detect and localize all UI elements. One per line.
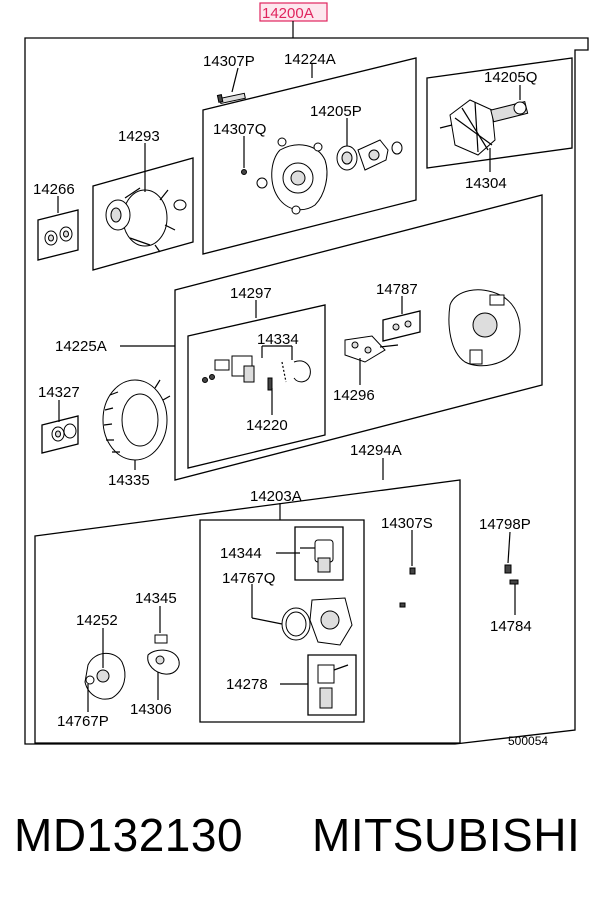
rotor-group-box	[426, 57, 573, 169]
label-14344[interactable]: 14344	[220, 545, 262, 562]
label-14293[interactable]: 14293	[118, 128, 160, 145]
label-14203A[interactable]: 14203A	[250, 488, 302, 505]
fitting-14278	[317, 664, 349, 709]
bolt-group-box-14787	[382, 310, 421, 342]
label-14307P-top[interactable]: 14307P	[203, 53, 255, 70]
rectifier-14296	[344, 335, 399, 363]
pump-body	[309, 597, 353, 646]
brush-holder-group-box	[187, 304, 326, 469]
washer-group-box-14327	[41, 415, 79, 454]
label-14307S[interactable]: 14307S	[381, 515, 433, 532]
screws-14307S	[399, 567, 416, 608]
label-14306[interactable]: 14306	[130, 701, 172, 718]
label-14252[interactable]: 14252	[76, 612, 118, 629]
o-ring-14767Q	[281, 607, 311, 641]
label-14798P[interactable]: 14798P	[479, 516, 531, 533]
label-14334[interactable]: 14334	[257, 331, 299, 348]
label-14220[interactable]: 14220	[246, 417, 288, 434]
label-14224A[interactable]: 14224A	[284, 51, 336, 68]
caption-part-number: MD132130	[14, 809, 244, 861]
label-14205Q[interactable]: 14205Q	[484, 69, 537, 86]
check-valve-14344	[300, 539, 334, 573]
label-14205P[interactable]: 14205P	[310, 103, 362, 120]
bolt-14307P	[216, 92, 246, 105]
vacuum-pump-group-box	[199, 519, 365, 723]
label-14327[interactable]: 14327	[38, 384, 80, 401]
caption-brand: MITSUBISHI	[312, 809, 581, 861]
label-14266[interactable]: 14266	[33, 181, 75, 198]
bolts-14787	[392, 320, 412, 331]
label-14787[interactable]: 14787	[376, 281, 418, 298]
label-14296[interactable]: 14296	[333, 387, 375, 404]
label-14225A[interactable]: 14225A	[55, 338, 107, 355]
front-housing-14224A	[241, 137, 328, 215]
label-14335[interactable]: 14335	[108, 472, 150, 489]
rotor-14205Q	[439, 99, 529, 156]
brush-holder-14297	[202, 355, 311, 391]
parts-14798P-14784	[504, 564, 519, 585]
label-14767Q[interactable]: 14767Q	[222, 570, 275, 587]
pulley-group-box	[92, 157, 194, 271]
fitting-box-14278	[307, 654, 357, 716]
washers-14327	[51, 423, 77, 442]
label-14784[interactable]: 14784	[490, 618, 532, 635]
stator-14335	[102, 379, 171, 461]
outer-assembly-outline	[24, 37, 589, 745]
label-14297[interactable]: 14297	[230, 285, 272, 302]
label-14767P[interactable]: 14767P	[57, 713, 109, 730]
caption-bar: MD132130 MITSUBISHI	[0, 800, 600, 880]
pulley-fan-14293	[105, 187, 187, 253]
label-14304[interactable]: 14304	[465, 175, 507, 192]
regulator-14306	[147, 634, 180, 675]
leader-lines	[57, 64, 521, 712]
label-14307Q[interactable]: 14307Q	[213, 121, 266, 138]
regulator-group-box	[34, 479, 461, 744]
label-14294A[interactable]: 14294A	[350, 442, 402, 459]
bearing-14205P	[336, 139, 403, 171]
check-valve-box-14344	[294, 526, 344, 581]
front-housing-group-box	[202, 57, 417, 255]
label-14345[interactable]: 14345	[135, 590, 177, 607]
header-part-label[interactable]: 14200A	[262, 5, 314, 22]
rear-cover-14252	[84, 652, 126, 700]
label-14278[interactable]: 14278	[226, 676, 268, 693]
washer-group-box-14266	[37, 209, 79, 261]
washers-14266	[44, 226, 73, 246]
rear-housing	[448, 289, 521, 367]
rear-housing-group-box	[174, 194, 543, 481]
drawing-number: 500054	[508, 734, 548, 748]
